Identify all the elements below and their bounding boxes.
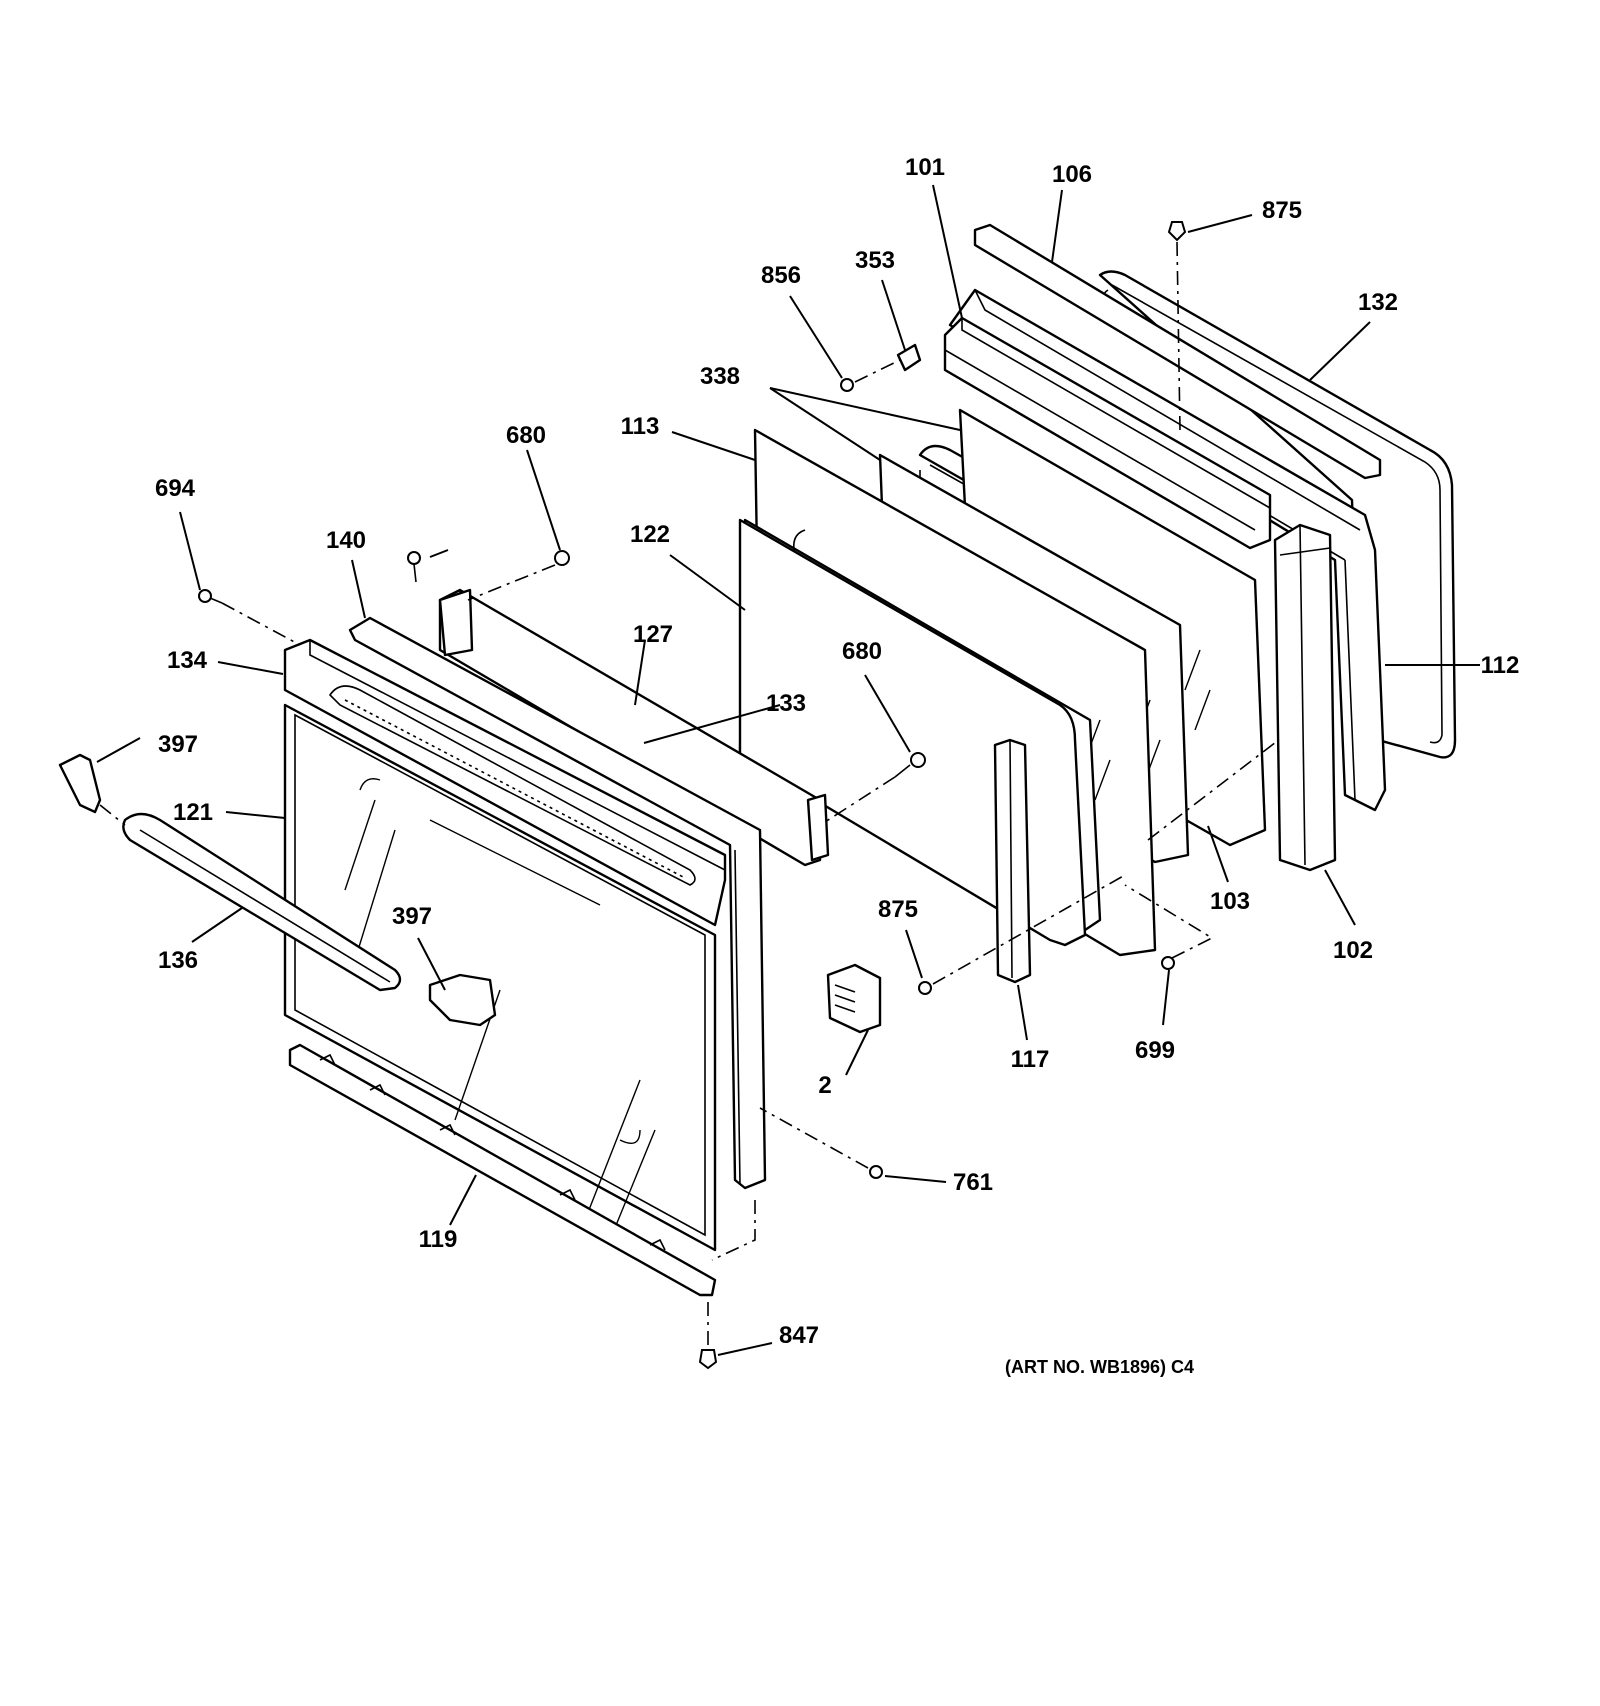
screw-icon-875-bottom <box>918 874 1126 995</box>
callout-761: 761 <box>953 1169 993 1196</box>
part-106-top-channel <box>973 223 1382 480</box>
callout-694: 694 <box>155 475 196 502</box>
callout-132: 132 <box>1358 289 1398 316</box>
screw-icon-699 <box>1124 884 1214 970</box>
callout-117: 117 <box>1011 1046 1050 1073</box>
part-136-door-handle <box>122 812 402 992</box>
screw-icon-761 <box>759 1107 883 1179</box>
callout-353: 353 <box>855 247 895 274</box>
part-102-side-trim <box>1273 523 1337 872</box>
callout-699: 699 <box>1135 1037 1175 1064</box>
callout-121: 121 <box>173 799 213 826</box>
assembly-line-handle <box>99 804 126 826</box>
callout-338: 338 <box>700 363 740 390</box>
callout-labels: 101 106 875 856 353 132 338 113 680 694 … <box>155 154 1519 1377</box>
callout-856: 856 <box>761 262 801 289</box>
art-number-note: (ART NO. WB1896) C4 <box>1005 1357 1194 1377</box>
callout-103: 103 <box>1210 888 1250 915</box>
screw-icon-680-middle <box>824 752 926 823</box>
assembly-line-rear <box>1147 741 1277 841</box>
part-134-vent-trim <box>283 638 727 927</box>
callout-875-bottom: 875 <box>878 896 918 923</box>
callout-119: 119 <box>419 1226 458 1253</box>
part-119-bottom-trim <box>288 1043 717 1297</box>
callout-847: 847 <box>779 1322 819 1349</box>
bracket-icon-353 <box>896 343 922 372</box>
callout-397-right: 397 <box>392 903 432 930</box>
screw-icon-875-top <box>1167 221 1187 431</box>
assembly-line-bottom <box>711 1200 756 1261</box>
callout-102: 102 <box>1333 937 1373 964</box>
callout-397-left: 397 <box>158 731 198 758</box>
part-397-handle-endcap-left <box>58 753 102 814</box>
callout-106: 106 <box>1052 161 1092 188</box>
callout-680-top: 680 <box>506 422 546 449</box>
callout-127: 127 <box>633 621 673 648</box>
screw-icon-856 <box>840 359 901 392</box>
leader-lines <box>96 184 1480 1356</box>
callout-136: 136 <box>158 947 198 974</box>
screw-icon-694 <box>198 589 301 646</box>
callout-112: 112 <box>1481 652 1520 679</box>
screw-icon-unlabeled <box>407 549 449 583</box>
callout-140: 140 <box>326 527 366 554</box>
part-117-hinge-channel <box>993 738 1032 984</box>
callout-101: 101 <box>905 154 945 181</box>
screw-icon-847 <box>698 1300 718 1370</box>
callout-2: 2 <box>818 1072 831 1099</box>
callout-875-top: 875 <box>1262 197 1302 224</box>
part-140-back-frame <box>348 616 767 1190</box>
part-2-vent-insert <box>826 963 882 1034</box>
callout-680-middle: 680 <box>842 638 882 665</box>
callout-133: 133 <box>766 690 806 717</box>
callout-113: 113 <box>621 413 660 440</box>
callout-122: 122 <box>630 521 670 548</box>
part-hinge-brackets <box>438 588 830 862</box>
part-397-handle-endcap-right <box>428 973 497 1027</box>
screw-icon-680-top <box>467 550 570 601</box>
callout-134: 134 <box>167 647 208 674</box>
